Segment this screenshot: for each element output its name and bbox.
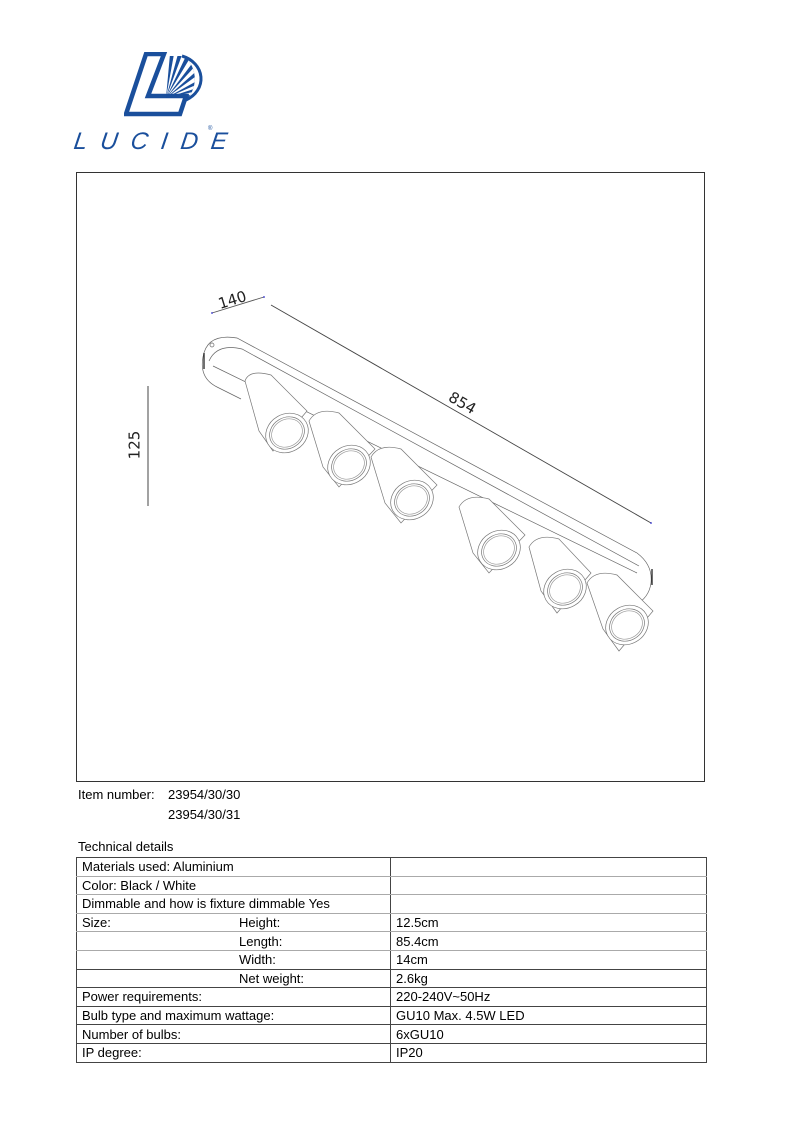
spec-sublabel: Length: [239,933,283,949]
registered-mark: ® [208,126,213,132]
spec-label: Size:Height: [76,912,391,933]
spec-value [390,894,707,914]
item-number-2: 23954/30/31 [168,807,241,822]
spec-label: Power requirements: [76,987,391,1007]
spec-label: Length: [76,931,391,951]
spec-label: Dimmable and how is fixture dimmable Yes [76,894,391,914]
table-row: Net weight: 2.6kg [76,968,707,989]
table-row: IP degree: IP20 [76,1042,707,1063]
spec-label: Materials used: Aluminium [76,857,391,877]
spec-label: IP degree: [76,1042,391,1063]
dimension-height-label: 125 [125,430,144,460]
spec-label: Number of bulbs: [76,1024,391,1044]
spec-value: 6xGU10 [390,1024,707,1044]
table-row: Bulb type and maximum wattage: GU10 Max.… [76,1005,707,1026]
table-row: Size:Height: 12.5cm [76,912,707,933]
spec-label: Bulb type and maximum wattage: [76,1005,391,1026]
item-number-1: 23954/30/30 [168,787,241,802]
spec-label: Color: Black / White [76,875,391,896]
table-row: Number of bulbs: 6xGU10 [76,1024,707,1044]
spec-value [390,875,707,896]
brand-name: LUCIDE [72,128,242,155]
spec-value: GU10 Max. 4.5W LED [390,1005,707,1026]
spec-sublabel: Net weight: [239,970,305,986]
spec-value: IP20 [390,1042,707,1063]
table-row: Dimmable and how is fixture dimmable Yes [76,894,707,914]
spec-sublabel: Width: [239,952,276,968]
lucide-logo: LUCIDE ® [72,52,242,162]
technical-details-table: Materials used: Aluminium Color: Black /… [76,857,707,1063]
product-drawing-frame: 140 854 125 [76,172,705,782]
table-row: Width: 14cm [76,949,707,970]
spec-value: 14cm [390,949,707,970]
table-row: Power requirements: 220-240V~50Hz [76,987,707,1007]
lucide-logo-mark-icon [124,52,203,117]
spec-value: 220-240V~50Hz [390,987,707,1007]
spec-sublabel: Height: [239,915,281,931]
table-row: Color: Black / White [76,875,707,896]
table-row: Length: 85.4cm [76,931,707,951]
spec-value [390,857,707,877]
item-number-label: Item number: [78,787,155,802]
table-row: Materials used: Aluminium [76,857,707,877]
spec-value: 12.5cm [390,912,707,933]
spec-value: 85.4cm [390,931,707,951]
spec-value: 2.6kg [390,968,707,989]
item-number-block: Item number: 23954/30/30 23954/30/31 [78,785,240,825]
fixture-line-drawing [147,296,654,652]
spec-label: Net weight: [76,968,391,989]
spec-label: Width: [76,949,391,970]
technical-details-title: Technical details [78,839,174,854]
